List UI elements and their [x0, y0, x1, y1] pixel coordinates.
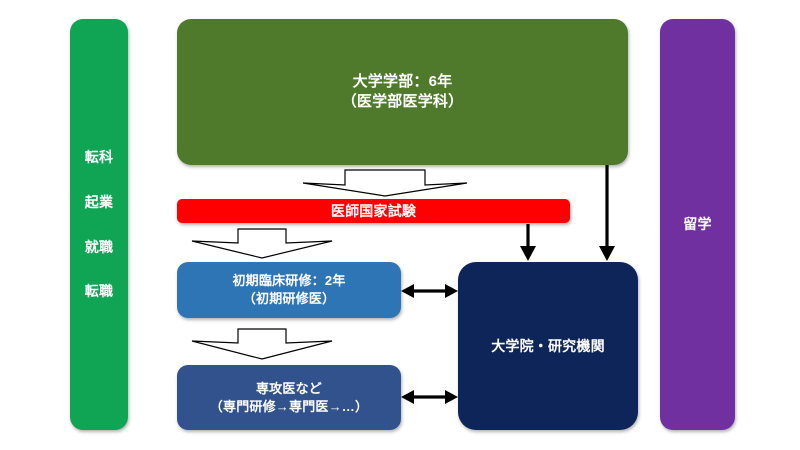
rail-item-tenshoku: 転職 — [84, 283, 114, 300]
arrow-university-to-exam — [302, 169, 468, 197]
rail-item-kigyo: 起業 — [84, 193, 114, 210]
arrow-exam-to-graduate — [520, 224, 536, 261]
node-national-exam: 医師国家試験 — [177, 199, 570, 223]
node-specialist-training: 専攻医など （専門研修→専門医→…） — [177, 365, 401, 430]
arrow-exam-to-residency — [191, 228, 333, 259]
study-abroad-rail: 留学 — [660, 19, 735, 430]
node-university: 大学学部：6年 （医学部医学科） — [177, 19, 628, 165]
rail-item-shushoku: 就職 — [84, 238, 114, 255]
arrow-specialist-graduate-bidirectional — [401, 390, 458, 404]
arrow-university-to-graduate — [599, 165, 615, 261]
node-initial-clinical-training: 初期臨床研修：2年 （初期研修医） — [177, 262, 401, 318]
arrow-residency-to-specialist — [191, 328, 333, 360]
rail-item-tenka: 転科 — [84, 148, 114, 165]
alternative-paths-rail: 転科 起業 就職 転職 — [70, 19, 128, 430]
node-graduate-school: 大学院・研究機関 — [458, 262, 638, 430]
arrow-residency-graduate-bidirectional — [401, 284, 458, 298]
